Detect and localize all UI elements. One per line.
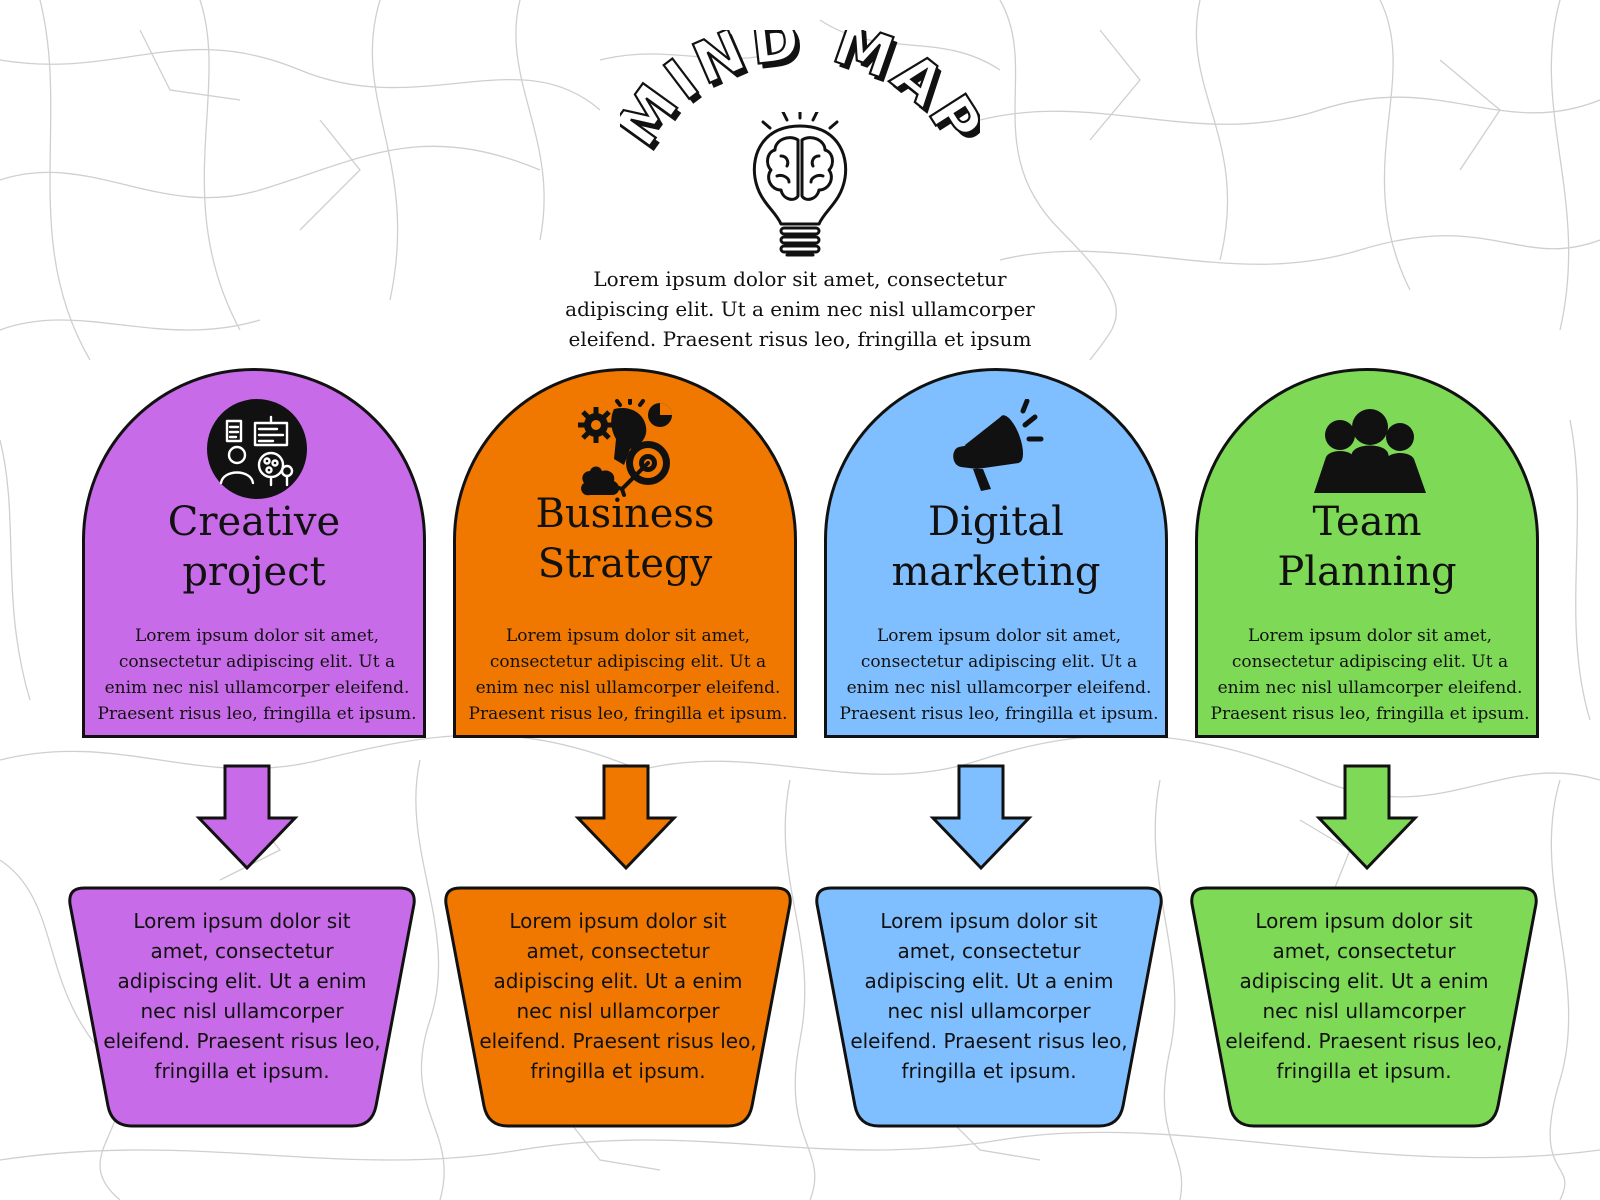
branch-description: Lorem ipsum dolor sit amet, consectetur … [468, 626, 788, 724]
branch-description: Lorem ipsum dolor sit amet, consectetur … [839, 626, 1159, 724]
branch-title: Business Strategy [456, 489, 794, 589]
creative-project-icon [207, 399, 307, 499]
branch-title-line2: Planning [1277, 549, 1457, 595]
down-arrow-icon [929, 764, 1033, 871]
branch-title: Digital marketing [827, 497, 1165, 597]
down-arrow-icon [1315, 764, 1419, 871]
detail-box [815, 886, 1163, 1128]
brain-lightbulb-icon [752, 112, 848, 257]
detail-text: Lorem ipsum dolor sit amet, consectetur … [103, 909, 381, 1083]
branch-title-line2: marketing [891, 549, 1101, 595]
detail-box [68, 886, 416, 1128]
detail-box [1190, 886, 1538, 1128]
branch-title-line1: Digital [928, 499, 1064, 545]
branch-title-line2: project [182, 549, 326, 595]
branch-card-digital-marketing: Digital marketing Lorem ipsum dolor sit … [824, 368, 1168, 738]
detail-text: Lorem ipsum dolor sit amet, consectetur … [479, 909, 757, 1083]
megaphone-icon [953, 399, 1044, 491]
team-group-icon [1314, 409, 1426, 493]
down-arrow-icon [195, 764, 299, 871]
intro-text: Lorem ipsum dolor sit amet, consectetur … [565, 267, 1035, 351]
branch-title-line1: Creative [167, 499, 341, 545]
branch-card-creative-project: Creative project Lorem ipsum dolor sit a… [82, 368, 426, 738]
branch-card-business-strategy: Business Strategy Lorem ipsum dolor sit … [453, 368, 797, 738]
branch-title: Creative project [85, 497, 423, 597]
branch-description: Lorem ipsum dolor sit amet, consectetur … [97, 626, 417, 724]
down-arrow-icon [574, 764, 678, 871]
branch-card-team-planning: Team Planning Lorem ipsum dolor sit amet… [1195, 368, 1539, 738]
branch-title: Team Planning [1198, 497, 1536, 597]
branch-title-line1: Team [1312, 499, 1422, 545]
title-arc: MIND MAP MIND MAP [620, 30, 980, 164]
detail-text: Lorem ipsum dolor sit amet, consectetur … [850, 909, 1128, 1083]
detail-text: Lorem ipsum dolor sit amet, consectetur … [1225, 909, 1503, 1083]
branch-title-line2: Strategy [537, 541, 713, 587]
branch-title-line1: Business [535, 491, 715, 537]
branch-description: Lorem ipsum dolor sit amet, consectetur … [1210, 626, 1530, 724]
detail-box [444, 886, 792, 1128]
strategy-gears-target-icon [578, 399, 672, 497]
